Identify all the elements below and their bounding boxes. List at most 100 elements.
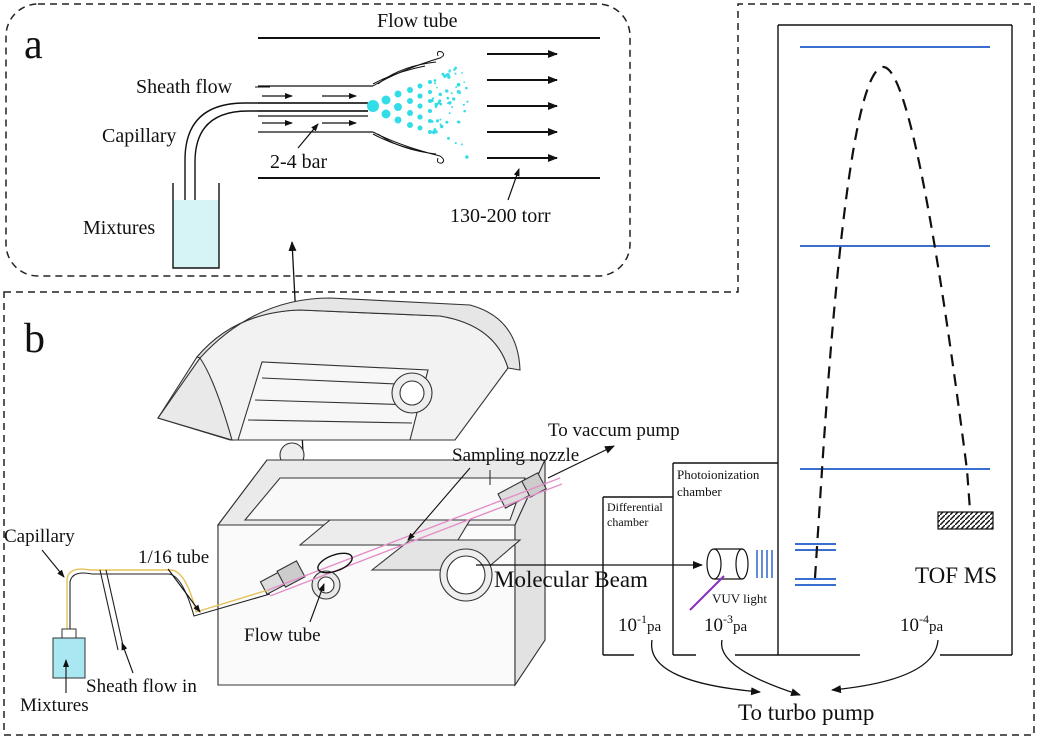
panel-b-border	[3, 3, 1035, 736]
spray-droplet	[439, 124, 444, 129]
spray-droplet	[447, 75, 451, 79]
spray-droplet	[456, 82, 461, 87]
spray-droplet	[433, 128, 437, 132]
spray-droplet	[394, 116, 402, 124]
apparatus-chamber	[157, 297, 547, 687]
spray-droplet	[456, 89, 461, 94]
spray-droplet	[463, 109, 466, 113]
panel-a-border	[5, 3, 631, 277]
spray-droplet	[439, 123, 442, 126]
pressure-torr-arrow	[507, 168, 520, 201]
spray-droplet	[456, 120, 459, 123]
pressure-torr-label: 130-200 torr	[450, 205, 551, 227]
spray-droplet	[417, 93, 423, 99]
panel-a: a Flow tube Sheath flo	[5, 3, 631, 277]
spray-droplet	[451, 105, 454, 108]
spray-droplet	[407, 98, 413, 104]
spray-droplet	[441, 72, 445, 76]
spray-droplet	[445, 120, 449, 124]
spray-droplet	[434, 105, 438, 108]
tube-1-16-line	[69, 572, 271, 632]
flow-tube-highlight-ellipse	[317, 552, 353, 574]
svg-text:10-3pa: 10-3pa	[704, 612, 748, 636]
mixtures-vial-b	[52, 628, 86, 679]
spray-droplet	[439, 118, 442, 121]
pressure-3-base: 10	[900, 615, 919, 636]
ion-flight-path	[813, 65, 972, 579]
capillary-b-label: Capillary	[4, 526, 75, 547]
spray-droplet	[448, 112, 451, 115]
differential-chamber-label-1: Differential	[607, 500, 663, 514]
spray-droplet	[465, 86, 468, 90]
pressure-bar-arrow	[297, 123, 319, 149]
pressure-3-unit: pa	[929, 619, 944, 635]
spray-droplet	[450, 92, 453, 95]
panel-a-letter: a	[24, 22, 43, 68]
to-turbo-pump-label: To turbo pump	[738, 700, 874, 725]
tof-reflectron-plates	[795, 46, 990, 586]
spray-droplet	[433, 82, 436, 85]
panel-b-letter: b	[24, 316, 45, 362]
spray-droplet	[460, 143, 463, 146]
spray-droplet	[438, 92, 442, 97]
capillary-b-arrow	[41, 549, 65, 578]
spray-droplet	[431, 97, 435, 100]
spray-droplet	[454, 72, 457, 75]
spray-droplet	[448, 70, 451, 73]
vuv-light-beam	[689, 575, 725, 611]
spray-droplets	[367, 66, 469, 159]
spray-droplet	[430, 99, 434, 103]
sheath-tube	[258, 85, 373, 133]
pressure-2-unit: pa	[733, 619, 748, 635]
sheath-flow-in-arrow	[121, 642, 134, 674]
spray-droplet	[407, 110, 413, 116]
spray-droplet	[462, 103, 465, 106]
sampling-nozzle-label: Sampling nozzle	[452, 445, 579, 466]
tube-1-16-arrow	[167, 568, 201, 613]
svg-text:10-4pa: 10-4pa	[900, 612, 944, 636]
differential-chamber-label-2: chamber	[607, 515, 648, 529]
spray-droplet	[428, 130, 432, 134]
spray-droplet	[446, 96, 450, 100]
spray-droplet	[394, 103, 402, 111]
spray-droplet	[434, 130, 438, 134]
to-vacuum-pump-label: To vaccum pump	[548, 420, 680, 441]
spray-droplet	[428, 119, 432, 123]
spray-droplet	[452, 97, 456, 101]
spray-droplet	[445, 89, 449, 93]
spray-droplet	[443, 74, 447, 78]
flow-tube-label: Flow tube	[377, 10, 458, 32]
pressure-1-unit: pa	[647, 619, 662, 635]
tof-detector	[937, 511, 994, 530]
spray-droplet	[453, 68, 456, 72]
capillary-tube	[184, 102, 368, 228]
photoionization-chamber-label-1: Photoionization	[677, 467, 760, 482]
spray-droplet	[428, 80, 432, 84]
flow-tube-b-label: Flow tube	[244, 625, 321, 646]
spray-droplet	[394, 90, 402, 98]
pressure-bar-label: 2-4 bar	[270, 151, 328, 173]
spray-droplet	[454, 141, 457, 145]
spray-droplet	[455, 86, 458, 89]
to-vacuum-pump-arrow	[547, 445, 615, 479]
mixtures-b-label: Mixtures	[20, 695, 89, 716]
vuv-light-label: VUV light	[712, 591, 767, 606]
sheath-flow-arrows	[262, 93, 357, 126]
spray-droplet	[417, 103, 423, 109]
spray-droplet	[438, 99, 442, 103]
spray-droplet	[381, 109, 391, 119]
spray-droplet	[417, 125, 423, 131]
spray-droplet	[407, 122, 413, 128]
spray-droplet	[466, 100, 469, 103]
pressure-3: 10-4pa	[900, 612, 944, 636]
sheath-flow-label: Sheath flow	[136, 76, 233, 98]
spray-droplet	[435, 119, 440, 123]
spray-droplet	[447, 101, 450, 105]
tof-ms-label: TOF MS	[915, 563, 997, 588]
sampling-nozzle-arrow	[407, 467, 471, 541]
spray-droplet	[428, 90, 432, 94]
turbo-pump-arrows	[650, 639, 939, 697]
pressure-1-base: 10	[618, 615, 637, 636]
